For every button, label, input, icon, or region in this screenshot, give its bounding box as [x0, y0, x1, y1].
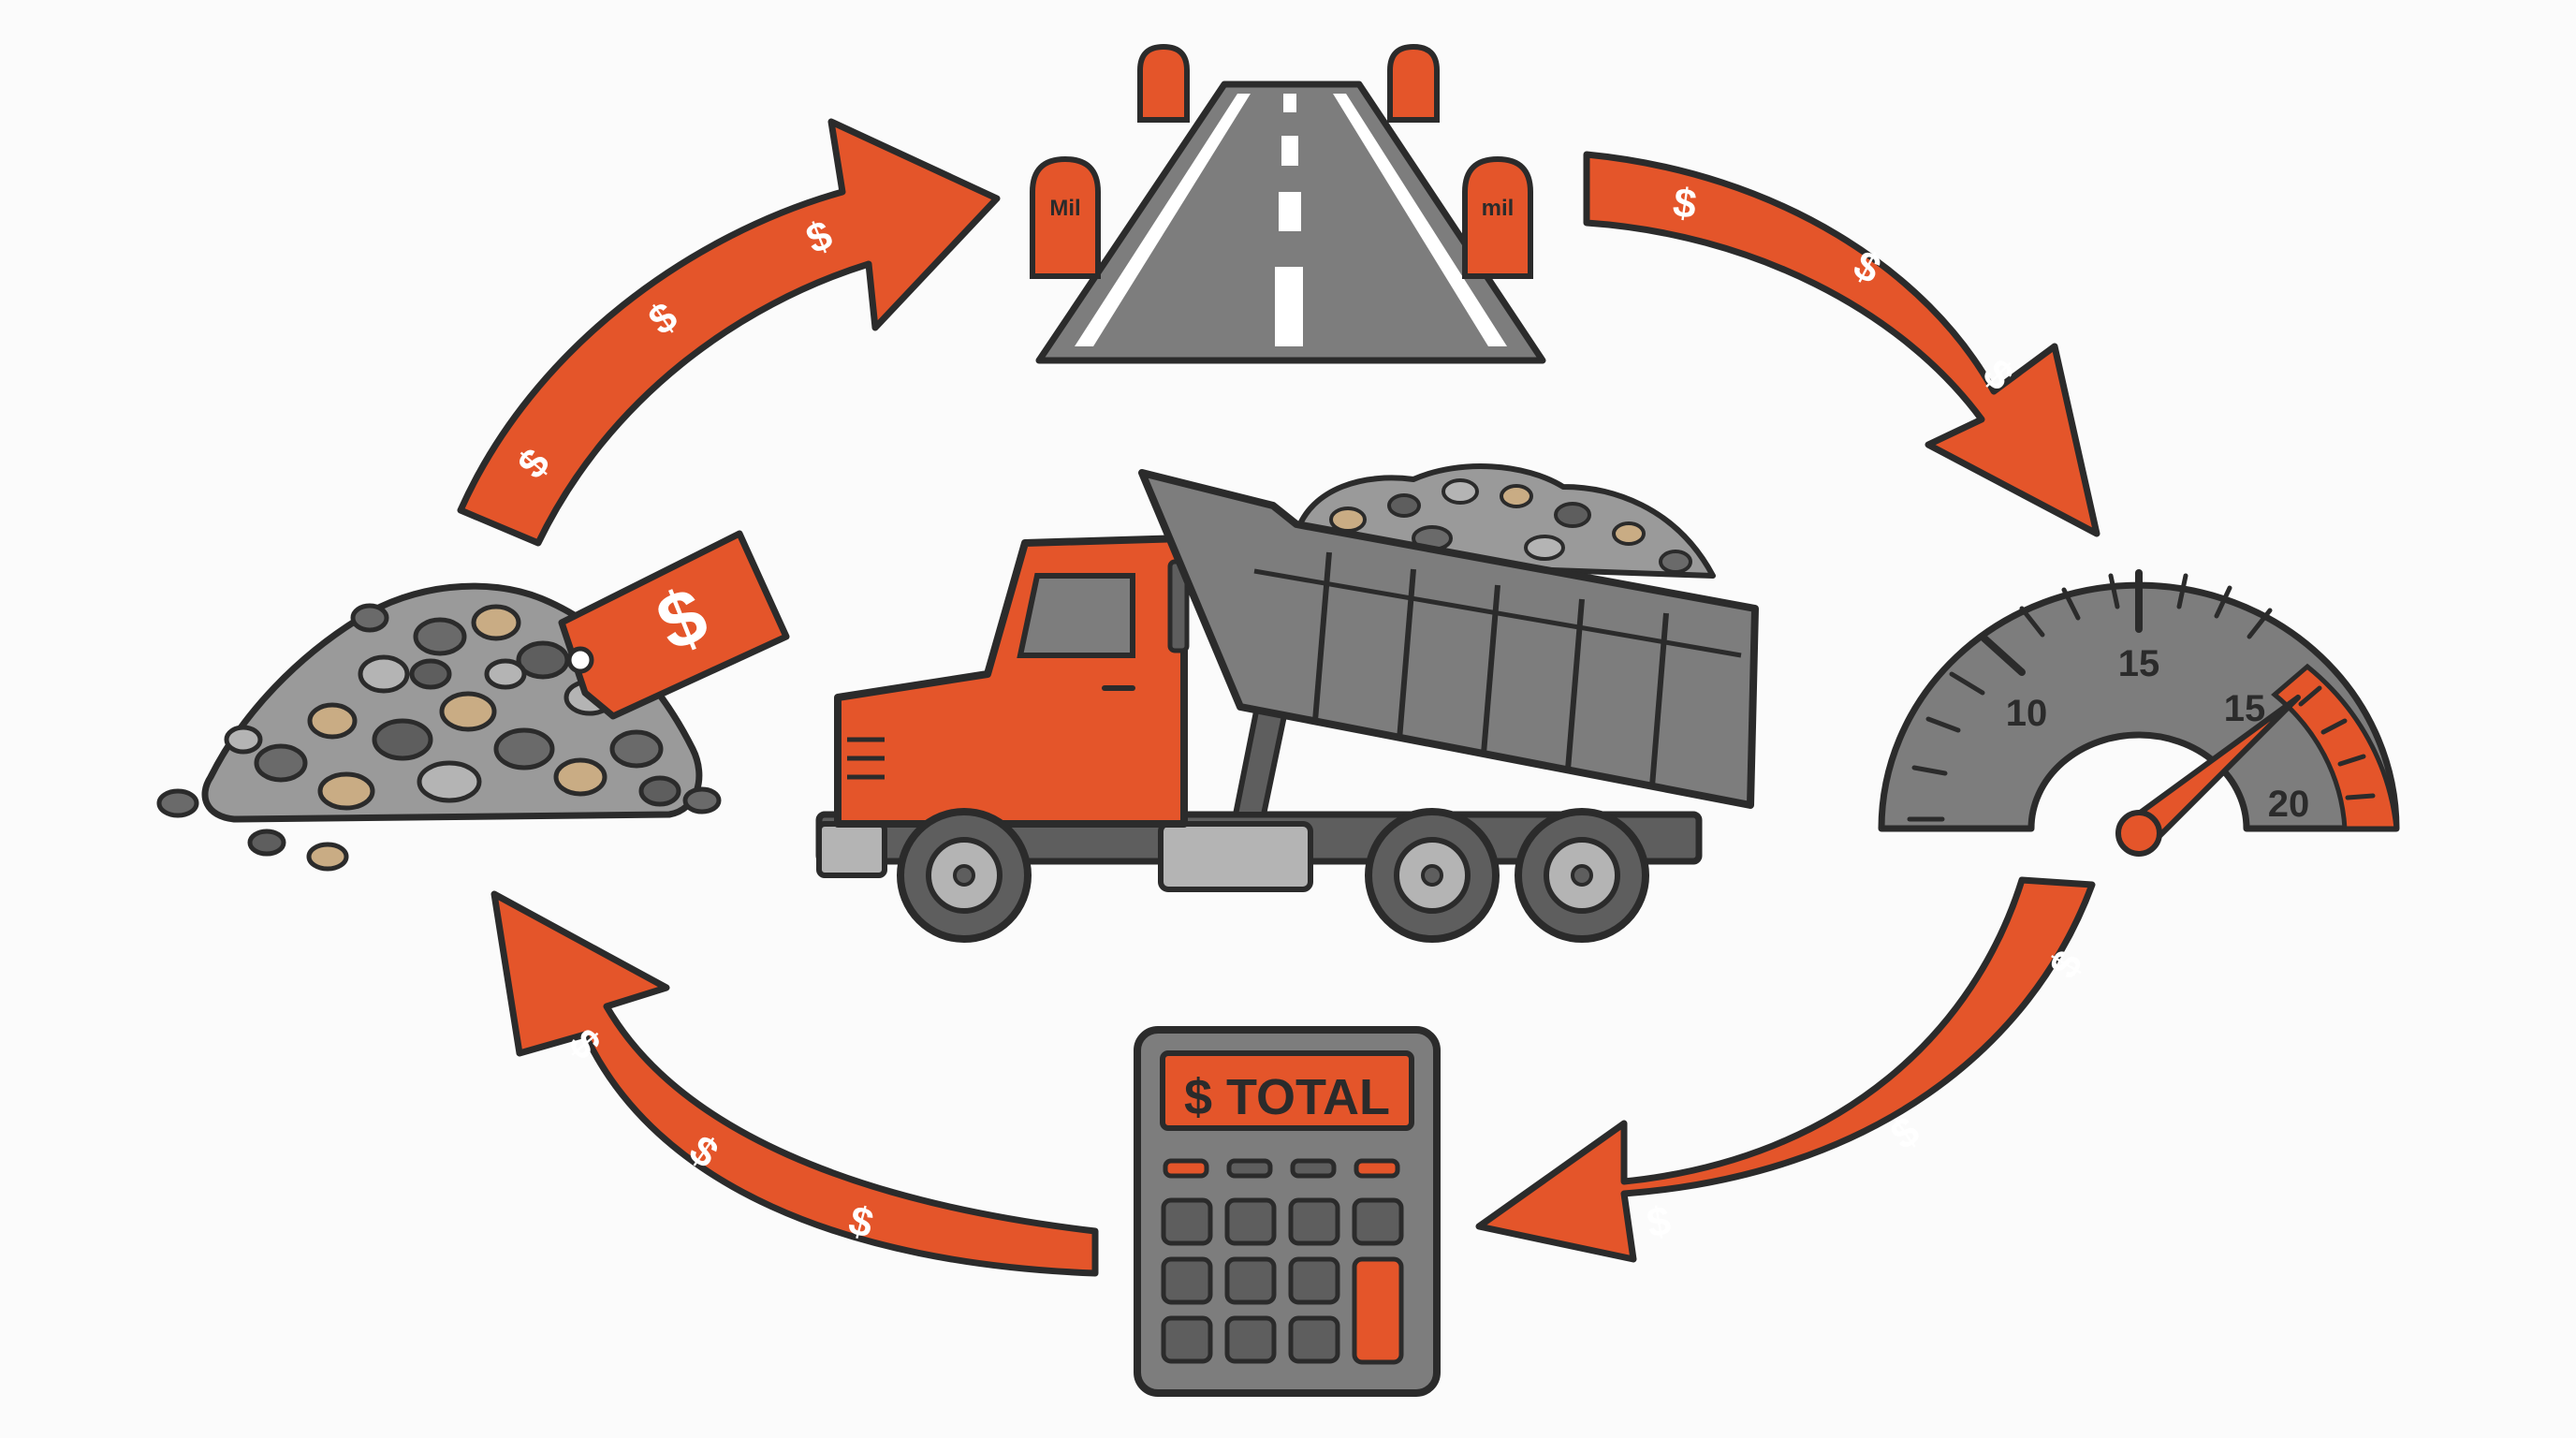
truck-wheel	[897, 808, 1032, 943]
speedometer-icon: 10 15 15 20	[1878, 569, 2400, 857]
arrow-total-to-material: $ $ $	[490, 890, 1099, 1277]
curved-arrow-icon	[1583, 151, 2100, 537]
curved-arrow-icon	[490, 890, 1099, 1277]
arrow-material-to-distance: $ $ $	[457, 118, 1001, 547]
truck-wheel	[1365, 808, 1500, 943]
arrow-distance-to-speed: $ $ $	[1583, 151, 2100, 537]
speedometer-needle	[2115, 695, 2301, 857]
dollar-symbol: $	[2041, 943, 2092, 986]
mile-marker-right: mil	[1462, 155, 1533, 279]
mile-marker-label: mil	[1482, 196, 1515, 221]
mile-marker-left: Mil	[1030, 155, 1101, 279]
curved-arrow-icon	[457, 118, 1001, 547]
mile-marker-label: Mil	[1049, 196, 1080, 221]
calculator-icon: $ TOTAL	[1134, 1026, 1441, 1397]
dollar-symbol: $	[1882, 1108, 1927, 1158]
curved-arrow-icon	[1475, 876, 2096, 1263]
dump-truck-icon	[815, 463, 1759, 943]
calculator-display-label: $ TOTAL	[1184, 1069, 1390, 1125]
speedometer-tick-label: 15	[2224, 688, 2266, 729]
arrow-speed-to-total: $ $ $	[1475, 876, 2096, 1263]
speedometer-tick-label: 20	[2268, 784, 2310, 825]
dollar-symbol: $	[1644, 1197, 1675, 1247]
truck-wheel	[1515, 808, 1649, 943]
speedometer-tick-label: 10	[2006, 693, 2048, 734]
mile-marker-back-right	[1387, 43, 1440, 123]
road-icon: Mil mil	[1030, 43, 1546, 364]
price-tag-icon: $	[558, 530, 790, 720]
speedometer-tick-label: 15	[2118, 643, 2160, 684]
gravel-pile-icon: $	[156, 530, 790, 872]
mile-marker-back-left	[1137, 43, 1190, 123]
